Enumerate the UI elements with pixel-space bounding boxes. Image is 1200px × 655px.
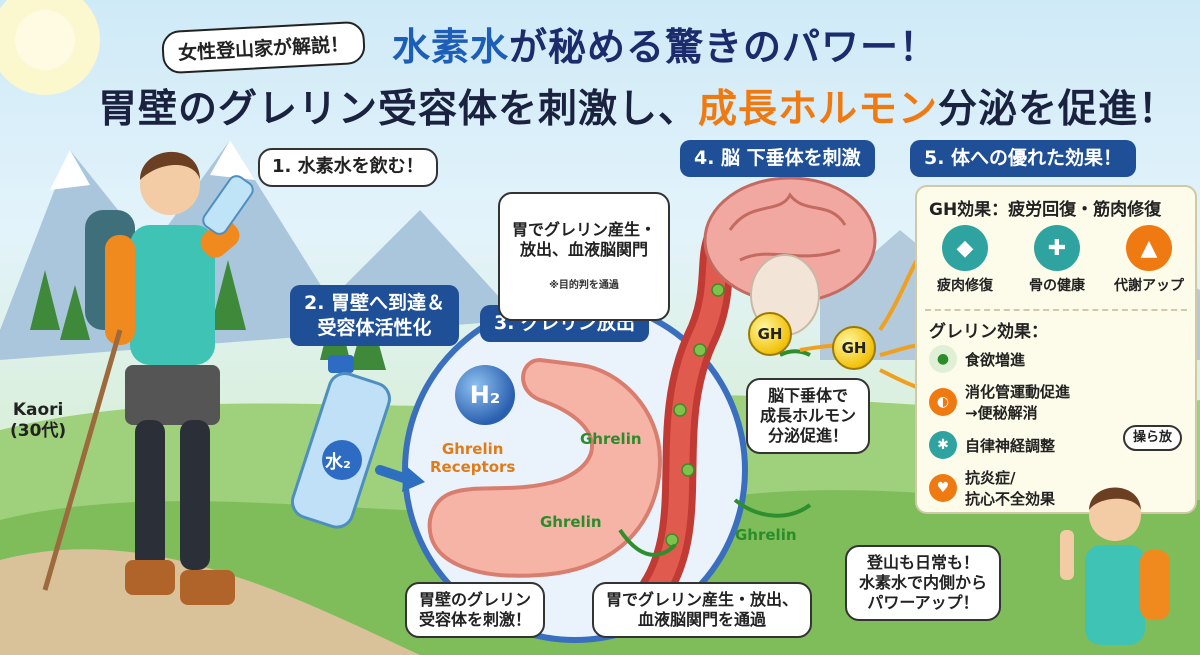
gh-effect-item-2: ✚ 骨の健康 — [1021, 225, 1093, 295]
muscle-icon: ◆ — [942, 225, 988, 271]
gh-effects-row: ◆ 疲肉修復 ✚ 骨の健康 ▲ 代謝アップ — [929, 225, 1185, 295]
step4-label: 4. 脳 下垂体を刺激 — [680, 140, 875, 177]
gh-effect-label-3: 代謝アップ — [1114, 278, 1184, 294]
gh-effect-label-2: 骨の健康 — [1029, 278, 1085, 294]
closing-speech-bubble: 登山も日常も！ 水素水で内側から パワーアップ！ — [845, 545, 1002, 621]
title-line1-rest: が秘める驚きのパワー！ — [509, 25, 939, 69]
step2-label: 2. 胃壁へ到達＆ 受容体活性化 — [290, 285, 460, 347]
step5-label: 5. 体への優れた効果！ — [910, 140, 1137, 177]
ghrelin-label-top: Ghrelin — [580, 430, 642, 448]
brain-note-callout: 胃でグレリン産生・ 放出、血液脳関門 ※目的判を通過 — [498, 192, 671, 321]
stimulate-note-callout: 胃壁のグレリン 受容体を刺激！ — [405, 582, 546, 638]
hiker-illustration — [42, 151, 254, 605]
heart-icon: ♥ — [929, 474, 957, 502]
title-highlight-growth-hormone: 成長ホルモン — [698, 87, 939, 132]
hiker-age: (30代) — [10, 421, 67, 442]
ghrelin-effect-label-2: 消化管運動促進 →便秘解消 — [965, 383, 1071, 422]
brain-note-small: ※目的判を通過 — [549, 280, 619, 291]
gh-effect-label-1: 疲肉修復 — [937, 278, 993, 294]
ghrelin-effects-list: ● 食欲増進 ◐ 消化管運動促進 →便秘解消 ✱ 自律神経調整 ♥ 抗炎症/ 抗… — [929, 345, 1070, 509]
ghrelin-label-vessel: Ghrelin — [735, 526, 797, 544]
effects-panel: GH効果：疲労回復・筋肉修復 ◆ 疲肉修復 ✚ 骨の健康 ▲ 代謝アップ グレリ… — [915, 185, 1197, 514]
panel-divider — [925, 309, 1187, 311]
title-line2-post: 分泌を促進！ — [938, 87, 1179, 132]
ghrelin-receptors-label: Ghrelin Receptors — [430, 440, 516, 476]
hiker-speech-bubble: 1. 水素水を飲む！ — [258, 148, 438, 187]
ghrelin-label-bottom: Ghrelin — [540, 513, 602, 531]
page-title-line1: 水素水が秘める驚きのパワー！ — [392, 16, 938, 71]
water-bottle-illustration — [290, 355, 391, 529]
bottle-label: 水₂ — [325, 452, 351, 473]
title-line2-pre: 胃壁のグレリン受容体を刺激し、 — [98, 87, 699, 132]
gh-hormone-icon-2: GH — [832, 326, 876, 370]
page-title-line2: 胃壁のグレリン受容体を刺激し、成長ホルモン分泌を促進！ — [98, 78, 1178, 134]
bone-icon: ✚ — [1034, 225, 1080, 271]
flame-icon: ▲ — [1126, 225, 1172, 271]
ghrelin-effect-row-3: ✱ 自律神経調整 — [929, 431, 1070, 459]
appetite-icon: ● — [929, 345, 957, 373]
hiker-name-tag: Kaori (30代) — [10, 400, 66, 443]
ghrelin-effect-label-3: 自律神経調整 — [965, 436, 1056, 455]
ghrelin-effect-row-1: ● 食欲増進 — [929, 345, 1070, 373]
ghrelin-effect-label-1: 食欲増進 — [965, 350, 1026, 369]
small-tag-badge: 操ら放 — [1123, 425, 1183, 452]
ghrelin-effect-row-4: ♥ 抗炎症/ 抗心不全効果 — [929, 467, 1070, 509]
hiker-mini-illustration — [1060, 487, 1170, 645]
brain-note-main: 胃でグレリン産生・ 放出、血液脳関門 — [512, 220, 657, 259]
gh-effect-item-3: ▲ 代謝アップ — [1113, 225, 1185, 295]
ghrelin-effect-label-4: 抗炎症/ 抗心不全効果 — [965, 469, 1056, 508]
title-highlight-hydrogen-water: 水素水 — [392, 25, 510, 69]
h2-molecule-icon: H₂ — [455, 365, 515, 425]
hiker-name: Kaori — [12, 400, 64, 420]
pituitary-note-callout: 脳下垂体で 成長ホルモン 分泌促進！ — [746, 378, 871, 454]
gh-effect-item-1: ◆ 疲肉修復 — [929, 225, 1001, 295]
produce-note-callout: 胃でグレリン産生・放出、 血液脳関門を通過 — [592, 582, 813, 638]
gh-effects-title: GH効果：疲労回復・筋肉修復 — [929, 200, 1162, 220]
ghrelin-effect-row-2: ◐ 消化管運動促進 →便秘解消 — [929, 381, 1070, 423]
ghrelin-effects-title: グレリン効果： — [929, 322, 1048, 342]
nerve-icon: ✱ — [929, 431, 957, 459]
stomach-icon: ◐ — [929, 388, 957, 416]
gh-hormone-icon-1: GH — [748, 312, 792, 356]
